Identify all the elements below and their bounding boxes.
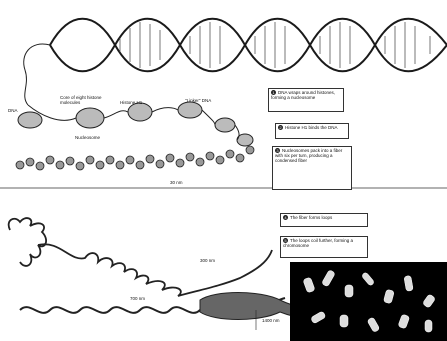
step-number: 2 [278, 125, 283, 130]
dna-base-pairs [120, 22, 430, 68]
nucleosome-row [18, 102, 253, 146]
label-30nm: 30 nm [170, 180, 183, 185]
label-histone-h1: Histone H1 [120, 100, 142, 105]
fiber-300nm-loops [9, 218, 272, 296]
dna-double-helix [50, 19, 447, 72]
label-300nm: 300 nm [200, 258, 215, 263]
step-text: The loops coil further, forming a chromo… [283, 238, 353, 248]
label-dna: DNA [8, 108, 18, 113]
label-nucleosome: Nucleosome [75, 135, 100, 140]
label-700nm: 700 nm [130, 296, 145, 301]
karyotype-micrograph [290, 262, 447, 341]
dna-strand [24, 44, 50, 105]
fiber-30nm [16, 146, 254, 170]
step-text: Histone H1 binds the DNA [285, 125, 338, 130]
step-text: DNA wraps around histones, forming a nuc… [271, 90, 335, 100]
step-text: The fiber forms loops [290, 215, 332, 220]
step-number: 4 [283, 215, 288, 220]
label-1400nm: 1400 nm [262, 318, 280, 323]
label-linker-dna: "Linker" DNA [185, 98, 211, 103]
step-text: Nucleosomes pack into a fiber with six p… [275, 148, 342, 163]
label-core-of-eight: Core of eight histone molecules [60, 95, 110, 105]
